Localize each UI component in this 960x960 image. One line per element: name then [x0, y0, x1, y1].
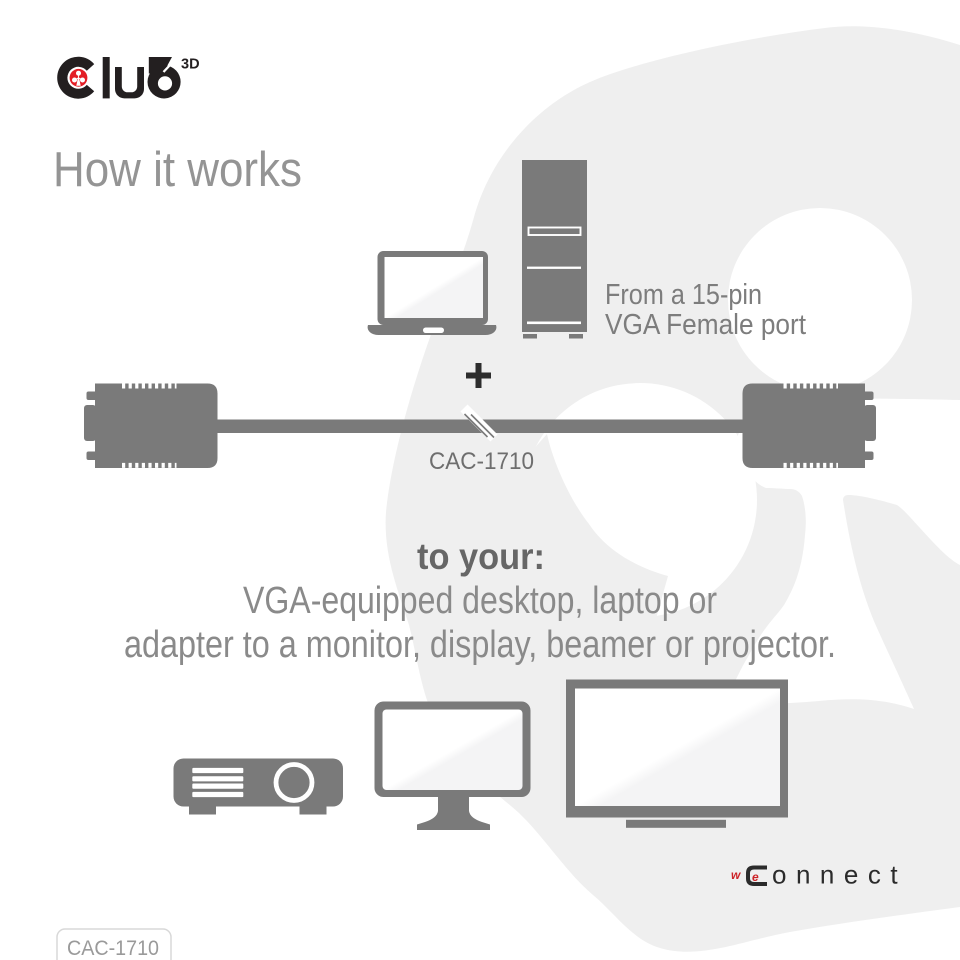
svg-text:3D: 3D [181, 57, 200, 73]
svg-text:CAC-1710: CAC-1710 [67, 937, 159, 960]
svg-text:adapter to a monitor, display,: adapter to a monitor, display, beamer or… [124, 624, 836, 666]
svg-text:e: e [752, 870, 759, 884]
svg-text:CAC-1710: CAC-1710 [429, 448, 534, 475]
svg-text:How it works: How it works [53, 143, 302, 197]
svg-text:w: w [731, 868, 741, 882]
svg-text:VGA-equipped desktop, laptop o: VGA-equipped desktop, laptop or [243, 580, 717, 622]
svg-text:onnect: onnect [772, 860, 907, 890]
svg-text:VGA Female port: VGA Female port [605, 309, 806, 341]
svg-text:From a 15-pin: From a 15-pin [605, 279, 762, 311]
svg-text:to your:: to your: [417, 536, 545, 577]
